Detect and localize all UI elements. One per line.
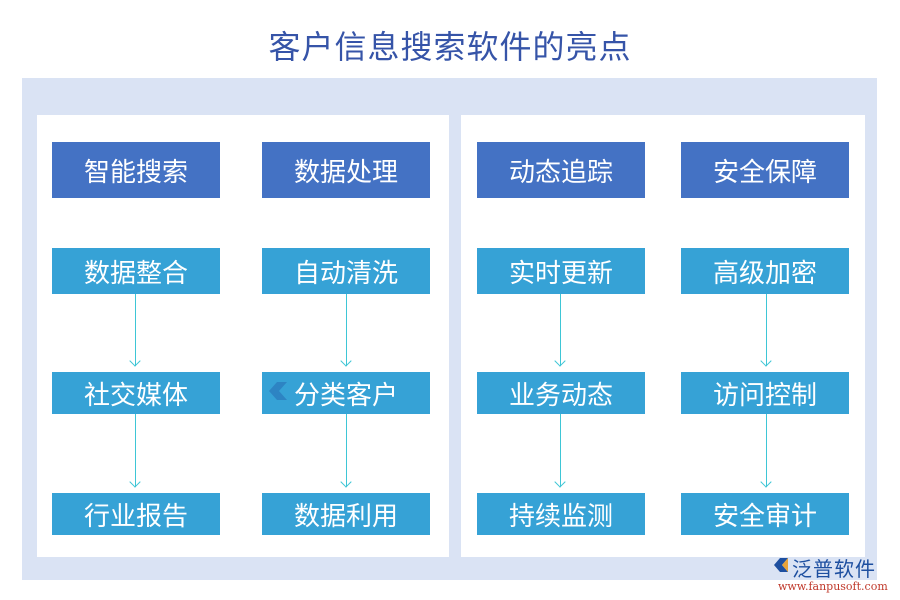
item-box: 高级加密 — [681, 248, 849, 294]
arrow-down-icon — [135, 414, 136, 487]
item-box: 实时更新 — [477, 248, 645, 294]
item-box: 持续监测 — [477, 493, 645, 535]
header-box-dynamic-tracking: 动态追踪 — [477, 142, 645, 198]
logo-url-text: www.fanpusoft.com — [778, 580, 888, 593]
item-box: 数据整合 — [52, 248, 220, 294]
arrow-down-icon — [135, 294, 136, 366]
logo-brand-text: 泛普软件 — [792, 557, 876, 581]
header-box-security: 安全保障 — [681, 142, 849, 198]
item-box: 社交媒体 — [52, 372, 220, 414]
item-box: 业务动态 — [477, 372, 645, 414]
logo-mark-icon — [774, 558, 788, 572]
watermark-logo-icon — [269, 382, 287, 400]
item-box: 数据利用 — [262, 493, 430, 535]
item-box: 访问控制 — [681, 372, 849, 414]
arrow-down-icon — [346, 414, 347, 487]
diagram-title: 客户信息搜索软件的亮点 — [268, 28, 632, 66]
item-box: 行业报告 — [52, 493, 220, 535]
item-box: 分类客户 — [262, 372, 430, 414]
header-box-data-processing: 数据处理 — [262, 142, 430, 198]
arrow-down-icon — [766, 414, 767, 487]
arrow-down-icon — [346, 294, 347, 366]
brand-logo: 泛普软件 www.fanpusoft.com — [770, 553, 895, 597]
item-box: 自动清洗 — [262, 248, 430, 294]
arrow-down-icon — [766, 294, 767, 366]
arrow-down-icon — [560, 294, 561, 366]
arrow-down-icon — [560, 414, 561, 487]
item-box: 安全审计 — [681, 493, 849, 535]
header-box-smart-search: 智能搜索 — [52, 142, 220, 198]
